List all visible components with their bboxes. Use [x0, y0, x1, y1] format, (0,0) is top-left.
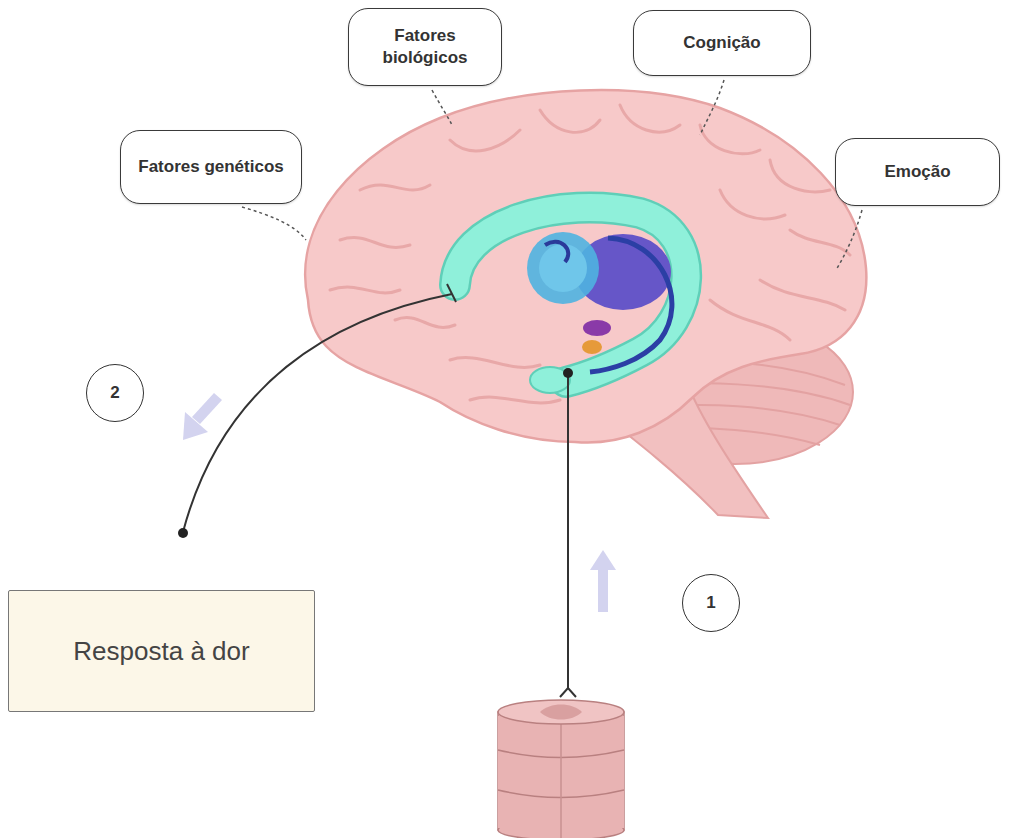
callout-number: 2 [86, 364, 144, 422]
cerebrum [305, 90, 866, 442]
node-text: Fatores biológicos [363, 25, 487, 69]
node-text: 2 [110, 383, 119, 403]
spinal-cord [498, 700, 624, 838]
node-text: 1 [706, 593, 715, 613]
direction-arrows [183, 393, 616, 612]
factor-box: Fatores biológicos [348, 8, 502, 86]
node-text: Cognição [683, 32, 760, 54]
gyri [330, 105, 850, 403]
callout-number: 1 [682, 574, 740, 632]
response-box: Resposta à dor [8, 590, 315, 712]
node-text: Fatores genéticos [138, 156, 284, 178]
factor-box: Fatores genéticos [120, 130, 302, 204]
node-text: Resposta à dor [73, 636, 249, 667]
factor-box: Cognição [633, 10, 811, 76]
factor-box: Emoção [835, 138, 1000, 206]
limbic-system [455, 208, 686, 393]
node-text: Emoção [884, 161, 950, 183]
leader-lines [242, 80, 862, 270]
